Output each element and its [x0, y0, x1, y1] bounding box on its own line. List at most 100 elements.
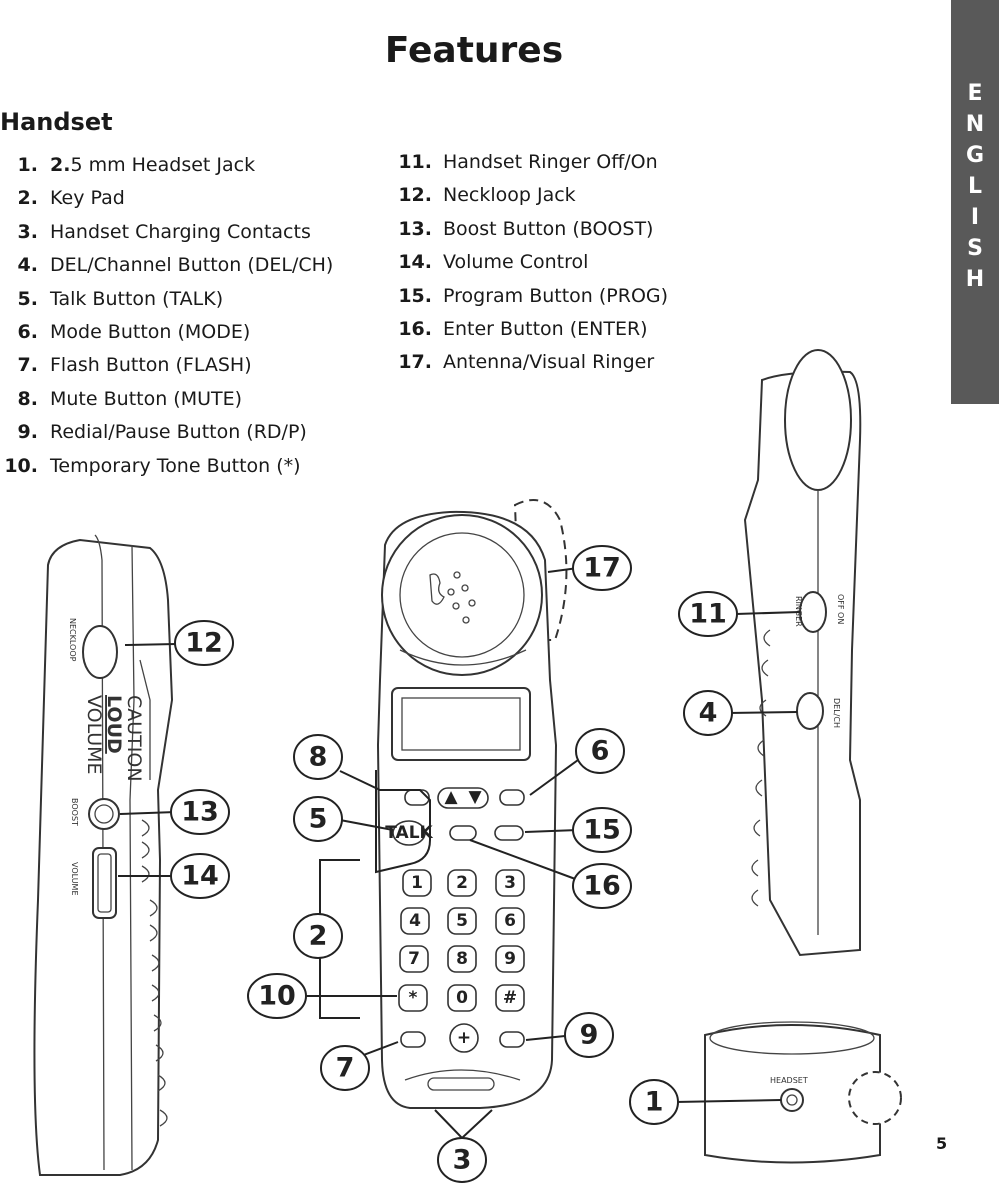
- volume-slider-icon: [92, 847, 117, 919]
- key-2: [447, 869, 477, 897]
- list-item: 16.Enter Button (ENTER): [398, 318, 648, 341]
- svg-text:8: 8: [309, 742, 328, 773]
- enter-key: [449, 825, 477, 841]
- handset-front-view: ▲▼ TALK 1 2 3 4 5 6 7 8 9 * 0 # +: [376, 499, 568, 1109]
- neckloop-jack-icon: [82, 625, 118, 679]
- language-tab-letter: S: [967, 236, 983, 261]
- svg-text:▼: ▼: [468, 787, 482, 807]
- delch-key: [449, 1023, 479, 1053]
- prog-key: [494, 825, 524, 841]
- caution-label: CAUTION: [123, 695, 145, 782]
- callout-13: 13: [170, 789, 230, 835]
- svg-text:3: 3: [504, 873, 516, 893]
- list-item: 12.Neckloop Jack: [398, 184, 576, 207]
- callout-9: 9: [564, 1012, 614, 1058]
- callout-1: 1: [629, 1079, 679, 1125]
- delch-side-label: DEL/CH: [832, 698, 841, 728]
- svg-text:11: 11: [689, 599, 727, 630]
- caution-text-block: CAUTION LOUD VOLUME: [83, 695, 145, 782]
- list-item: 5.Talk Button (TALK): [17, 287, 224, 310]
- svg-text:TALK: TALK: [385, 823, 433, 843]
- list-item: 13.Boost Button (BOOST): [398, 217, 654, 240]
- svg-text:14: 14: [181, 861, 219, 892]
- list-item: 2.Key Pad: [17, 187, 125, 210]
- redial-key: [499, 1031, 525, 1048]
- key-0: [447, 984, 477, 1012]
- svg-text:15: 15: [583, 815, 621, 846]
- headset-label: HEADSET: [770, 1076, 808, 1085]
- feature-list-left: 1.2.5 mm Headset Jack 2.Key Pad 3.Handse…: [0, 149, 333, 483]
- svg-text:5: 5: [309, 804, 328, 835]
- feature-list-right: 11.Handset Ringer Off/On 12.Neckloop Jac…: [398, 146, 668, 380]
- svg-text:17: 17: [583, 553, 621, 584]
- callout-6: 6: [575, 728, 625, 774]
- callout-5: 5: [293, 796, 343, 842]
- list-item: 8.Mute Button (MUTE): [17, 387, 243, 410]
- callout-10: 10: [247, 973, 307, 1019]
- list-item: 6.Mode Button (MODE): [17, 321, 251, 344]
- callout-15: 15: [572, 807, 632, 853]
- language-tab-letter: H: [965, 267, 985, 292]
- callout-8: 8: [293, 734, 343, 780]
- svg-text:4: 4: [699, 698, 718, 729]
- language-tab-letter: G: [965, 143, 985, 168]
- antenna-outline: [848, 1071, 902, 1125]
- page-number: 5: [936, 1134, 948, 1153]
- svg-text:2: 2: [456, 873, 468, 893]
- key-8: [447, 945, 477, 973]
- svg-text:9: 9: [580, 1020, 599, 1051]
- svg-text:12: 12: [185, 628, 223, 659]
- talk-key: [392, 820, 426, 846]
- key-3: [495, 869, 525, 897]
- key-4: [400, 907, 430, 935]
- list-item: 1.2.5 mm Headset Jack: [17, 154, 256, 176]
- svg-text:6: 6: [504, 911, 516, 931]
- callout-7: 7: [320, 1045, 370, 1091]
- list-item: 3.Handset Charging Contacts: [17, 220, 311, 243]
- callouts: 1 2 3 4 5 6 7 8 9 10 11 12 13 14 15 16 1…: [170, 545, 738, 1183]
- volume-label: VOLUME: [83, 695, 105, 775]
- callout-11: 11: [678, 591, 738, 637]
- svg-text:7: 7: [336, 1053, 355, 1084]
- visual-ringer-icon: [784, 349, 852, 491]
- mode-key: [499, 789, 525, 806]
- list-item: 10.Temporary Tone Button (*): [4, 454, 301, 477]
- key-1: [402, 869, 432, 897]
- svg-text:13: 13: [181, 797, 219, 828]
- svg-text:1: 1: [645, 1087, 664, 1118]
- language-tab-letter: E: [967, 81, 983, 106]
- neckloop-label: NECKLOOP: [68, 618, 77, 662]
- callout-17: 17: [572, 545, 632, 591]
- delch-side-button-icon: [796, 692, 824, 730]
- handset-left-side-view: NECKLOOP BOOST VOLUME CAUTION LOUD VOLUM…: [33, 534, 174, 1176]
- list-item: 15.Program Button (PROG): [398, 284, 669, 307]
- flash-key: [400, 1031, 426, 1048]
- svg-text:1: 1: [411, 873, 423, 893]
- callout-12: 12: [174, 620, 234, 666]
- mute-key: [404, 789, 430, 806]
- callout-4: 4: [683, 690, 733, 736]
- svg-text:5: 5: [456, 911, 468, 931]
- key-hash: [495, 984, 525, 1012]
- svg-text:#: #: [503, 988, 517, 1008]
- svg-text:▲: ▲: [444, 787, 458, 807]
- svg-text:9: 9: [504, 949, 516, 969]
- key-star: [398, 984, 428, 1012]
- language-tab-letter: N: [965, 112, 985, 137]
- svg-text:10: 10: [258, 981, 296, 1012]
- boost-label: BOOST: [70, 798, 79, 826]
- charging-contacts: [427, 1077, 495, 1091]
- list-item: 9.Redial/Pause Button (RD/P): [17, 421, 307, 444]
- boost-button-icon: [88, 798, 120, 830]
- section-heading: Handset: [0, 108, 113, 136]
- up-down-key: [437, 787, 489, 809]
- key-5: [447, 907, 477, 935]
- volume-small-label: VOLUME: [70, 862, 79, 896]
- callout-2: 2: [293, 913, 343, 959]
- loud-label: LOUD: [103, 695, 125, 754]
- svg-text:*: *: [409, 988, 418, 1008]
- callout-3: 3: [437, 1137, 487, 1183]
- list-item: 7.Flash Button (FLASH): [17, 354, 252, 377]
